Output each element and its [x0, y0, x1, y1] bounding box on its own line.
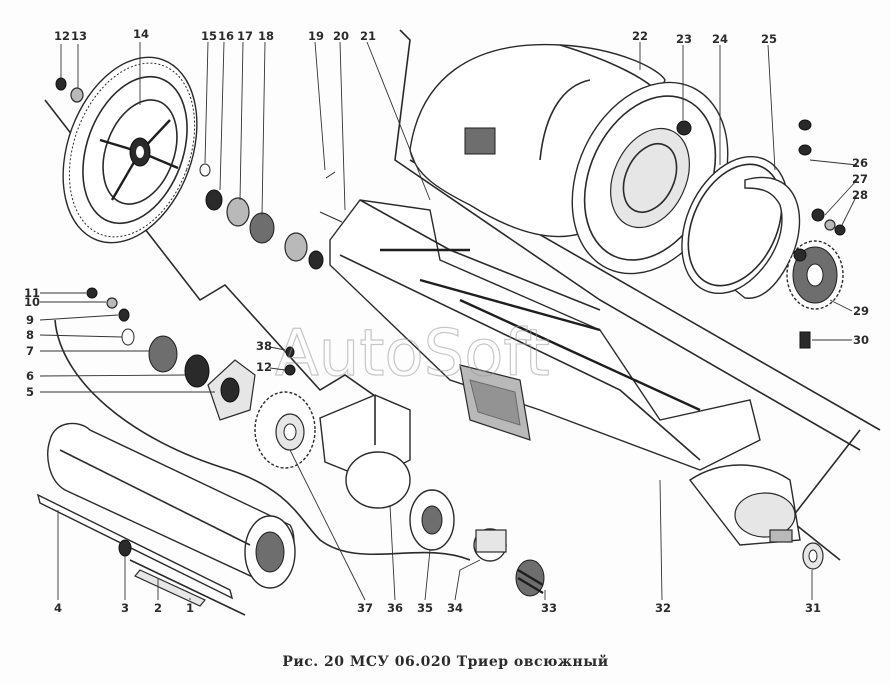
- bolt-part-30: [799, 331, 811, 349]
- callout-26: 26: [852, 156, 868, 170]
- auger-outlet-part-32: [688, 464, 801, 546]
- callout-9: 9: [26, 313, 34, 327]
- left-bearing-parts-5-11: [86, 287, 256, 421]
- callout-37: 37: [357, 601, 373, 615]
- callout-30: 30: [853, 333, 869, 347]
- leader-lines: [39, 41, 858, 601]
- callout-8: 8: [26, 328, 34, 342]
- callout-7: 7: [26, 344, 34, 358]
- spring-part-33: [515, 559, 545, 597]
- trough-assembly-parts-19-21-32: [329, 199, 761, 471]
- drum-mesh-patch: [464, 127, 496, 155]
- callout-12: 12: [54, 29, 70, 43]
- callout-24: 24: [712, 32, 728, 46]
- callout-29: 29: [853, 304, 869, 318]
- flange-part-35: [409, 489, 455, 551]
- callout-19: 19: [308, 29, 324, 43]
- callout-20: 20: [333, 29, 349, 43]
- callout-35: 35: [417, 601, 433, 615]
- callout-32: 32: [655, 601, 671, 615]
- figure-caption: Рис. 20 МСУ 06.020 Триер овсюжный: [282, 654, 609, 670]
- bushing-part-34: [473, 528, 507, 562]
- callout-22: 22: [632, 29, 648, 43]
- callout-17: 17: [237, 29, 253, 43]
- shaft-parts-1-4: [36, 493, 234, 607]
- callout-34: 34: [447, 601, 463, 615]
- gear-wheel: [254, 391, 316, 469]
- small-nuts-12-13: [55, 77, 84, 103]
- funnel-part-36: [319, 394, 411, 509]
- callout-18: 18: [258, 29, 274, 43]
- callout-15: 15: [201, 29, 217, 43]
- callout-13: 13: [71, 29, 87, 43]
- large-sprocket-wheel-part-14: [62, 56, 198, 244]
- callout-5: 5: [26, 385, 34, 399]
- callout-36: 36: [387, 601, 403, 615]
- callout-12-mid: 12: [256, 360, 272, 374]
- callout-6: 6: [26, 369, 34, 383]
- callout-23: 23: [676, 32, 692, 46]
- callout-3: 3: [121, 601, 129, 615]
- fasteners-26-28: [798, 119, 846, 236]
- bearing-stack-15-18: [199, 163, 343, 270]
- callout-1: 1: [186, 601, 194, 615]
- callout-16: 16: [218, 29, 234, 43]
- callout-10: 10: [24, 295, 40, 309]
- sprocket-part-29: [786, 240, 844, 310]
- callout-38: 38: [256, 339, 272, 353]
- callout-4: 4: [54, 601, 62, 615]
- ring-gasket-part-24: [681, 155, 789, 295]
- callout-21: 21: [360, 29, 376, 43]
- washer-part-31: [802, 542, 824, 570]
- callout-31: 31: [805, 601, 821, 615]
- callout-2: 2: [154, 601, 162, 615]
- callout-11: 11: [24, 286, 40, 300]
- callout-25: 25: [761, 32, 777, 46]
- watermark: AutoSoft: [275, 317, 550, 391]
- small-nuts-38-12: [284, 346, 296, 376]
- callout-27: 27: [852, 172, 868, 186]
- cylinder-housing: [47, 422, 296, 589]
- callout-28: 28: [852, 188, 868, 202]
- callout-labels: 12 13 14 15 16 17 18 19 20 21 22 23 24 2…: [24, 27, 869, 615]
- callout-14: 14: [133, 27, 149, 41]
- brake-band-part-25: [733, 177, 801, 299]
- callout-33: 33: [541, 601, 557, 615]
